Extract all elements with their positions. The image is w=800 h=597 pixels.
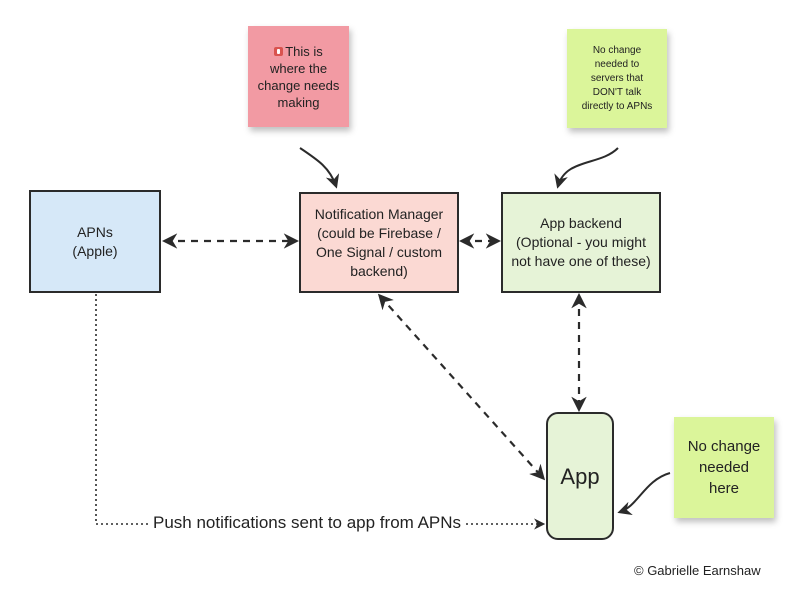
app-backend-line-1: App backend — [540, 215, 622, 231]
notification-manager-line-2: (could be Firebase / — [317, 224, 441, 241]
servers-no-change-note: No change needed to servers that DON'T t… — [567, 29, 667, 128]
app-box[interactable]: App — [546, 412, 614, 540]
notification-manager-box[interactable]: Notification Manager (could be Firebase … — [299, 192, 459, 293]
push-notification-path — [95, 294, 546, 530]
change-here-line-4: making — [277, 94, 320, 110]
copyright-text: © Gabrielle Earnshaw — [634, 563, 761, 578]
push-notifications-label: Push notifications sent to app from APNs — [150, 513, 465, 533]
servers-note-line-5: directly to APNs — [581, 100, 653, 112]
servers-note-line-4: DON'T talk — [592, 86, 642, 98]
apns-label-line-2: (Apple) — [72, 242, 118, 259]
app-note-line-2: needed — [698, 459, 750, 476]
app-no-change-note: No change needed here — [674, 417, 774, 518]
pink-note-pointer — [299, 147, 340, 189]
notification-manager-app-arrow — [377, 293, 546, 481]
app-note-line-3: here — [708, 480, 740, 497]
servers-note-line-1: No change — [592, 44, 642, 56]
app-backend-line-2: (Optional - you might — [516, 234, 646, 250]
change-here-line-1: This is — [274, 43, 323, 60]
notification-manager-line-3: One Signal / custom — [315, 243, 443, 260]
servers-note-line-3: servers that — [590, 72, 644, 84]
apns-box[interactable]: APNs (Apple) — [29, 190, 161, 293]
app-note-line-1: No change — [687, 438, 761, 455]
app-note-pointer — [617, 472, 671, 516]
apns-label-line-1: APNs — [77, 223, 113, 240]
notification-manager-line-4: backend) — [350, 262, 408, 279]
pin-icon — [274, 46, 284, 56]
app-label: App — [560, 463, 600, 489]
notification-manager-line-1: Notification Manager — [314, 205, 444, 222]
change-here-line-1-text: This is — [285, 43, 323, 59]
change-here-note: This is where the change needs making — [248, 26, 349, 127]
app-backend-box[interactable]: App backend (Optional - you might not ha… — [501, 192, 661, 293]
app-backend-line-3: not have one of these) — [511, 253, 651, 269]
servers-note-line-2: needed to — [594, 58, 640, 70]
servers-note-pointer — [554, 147, 619, 189]
change-here-line-2: where the — [269, 60, 328, 76]
change-here-line-3: change needs — [257, 77, 340, 93]
